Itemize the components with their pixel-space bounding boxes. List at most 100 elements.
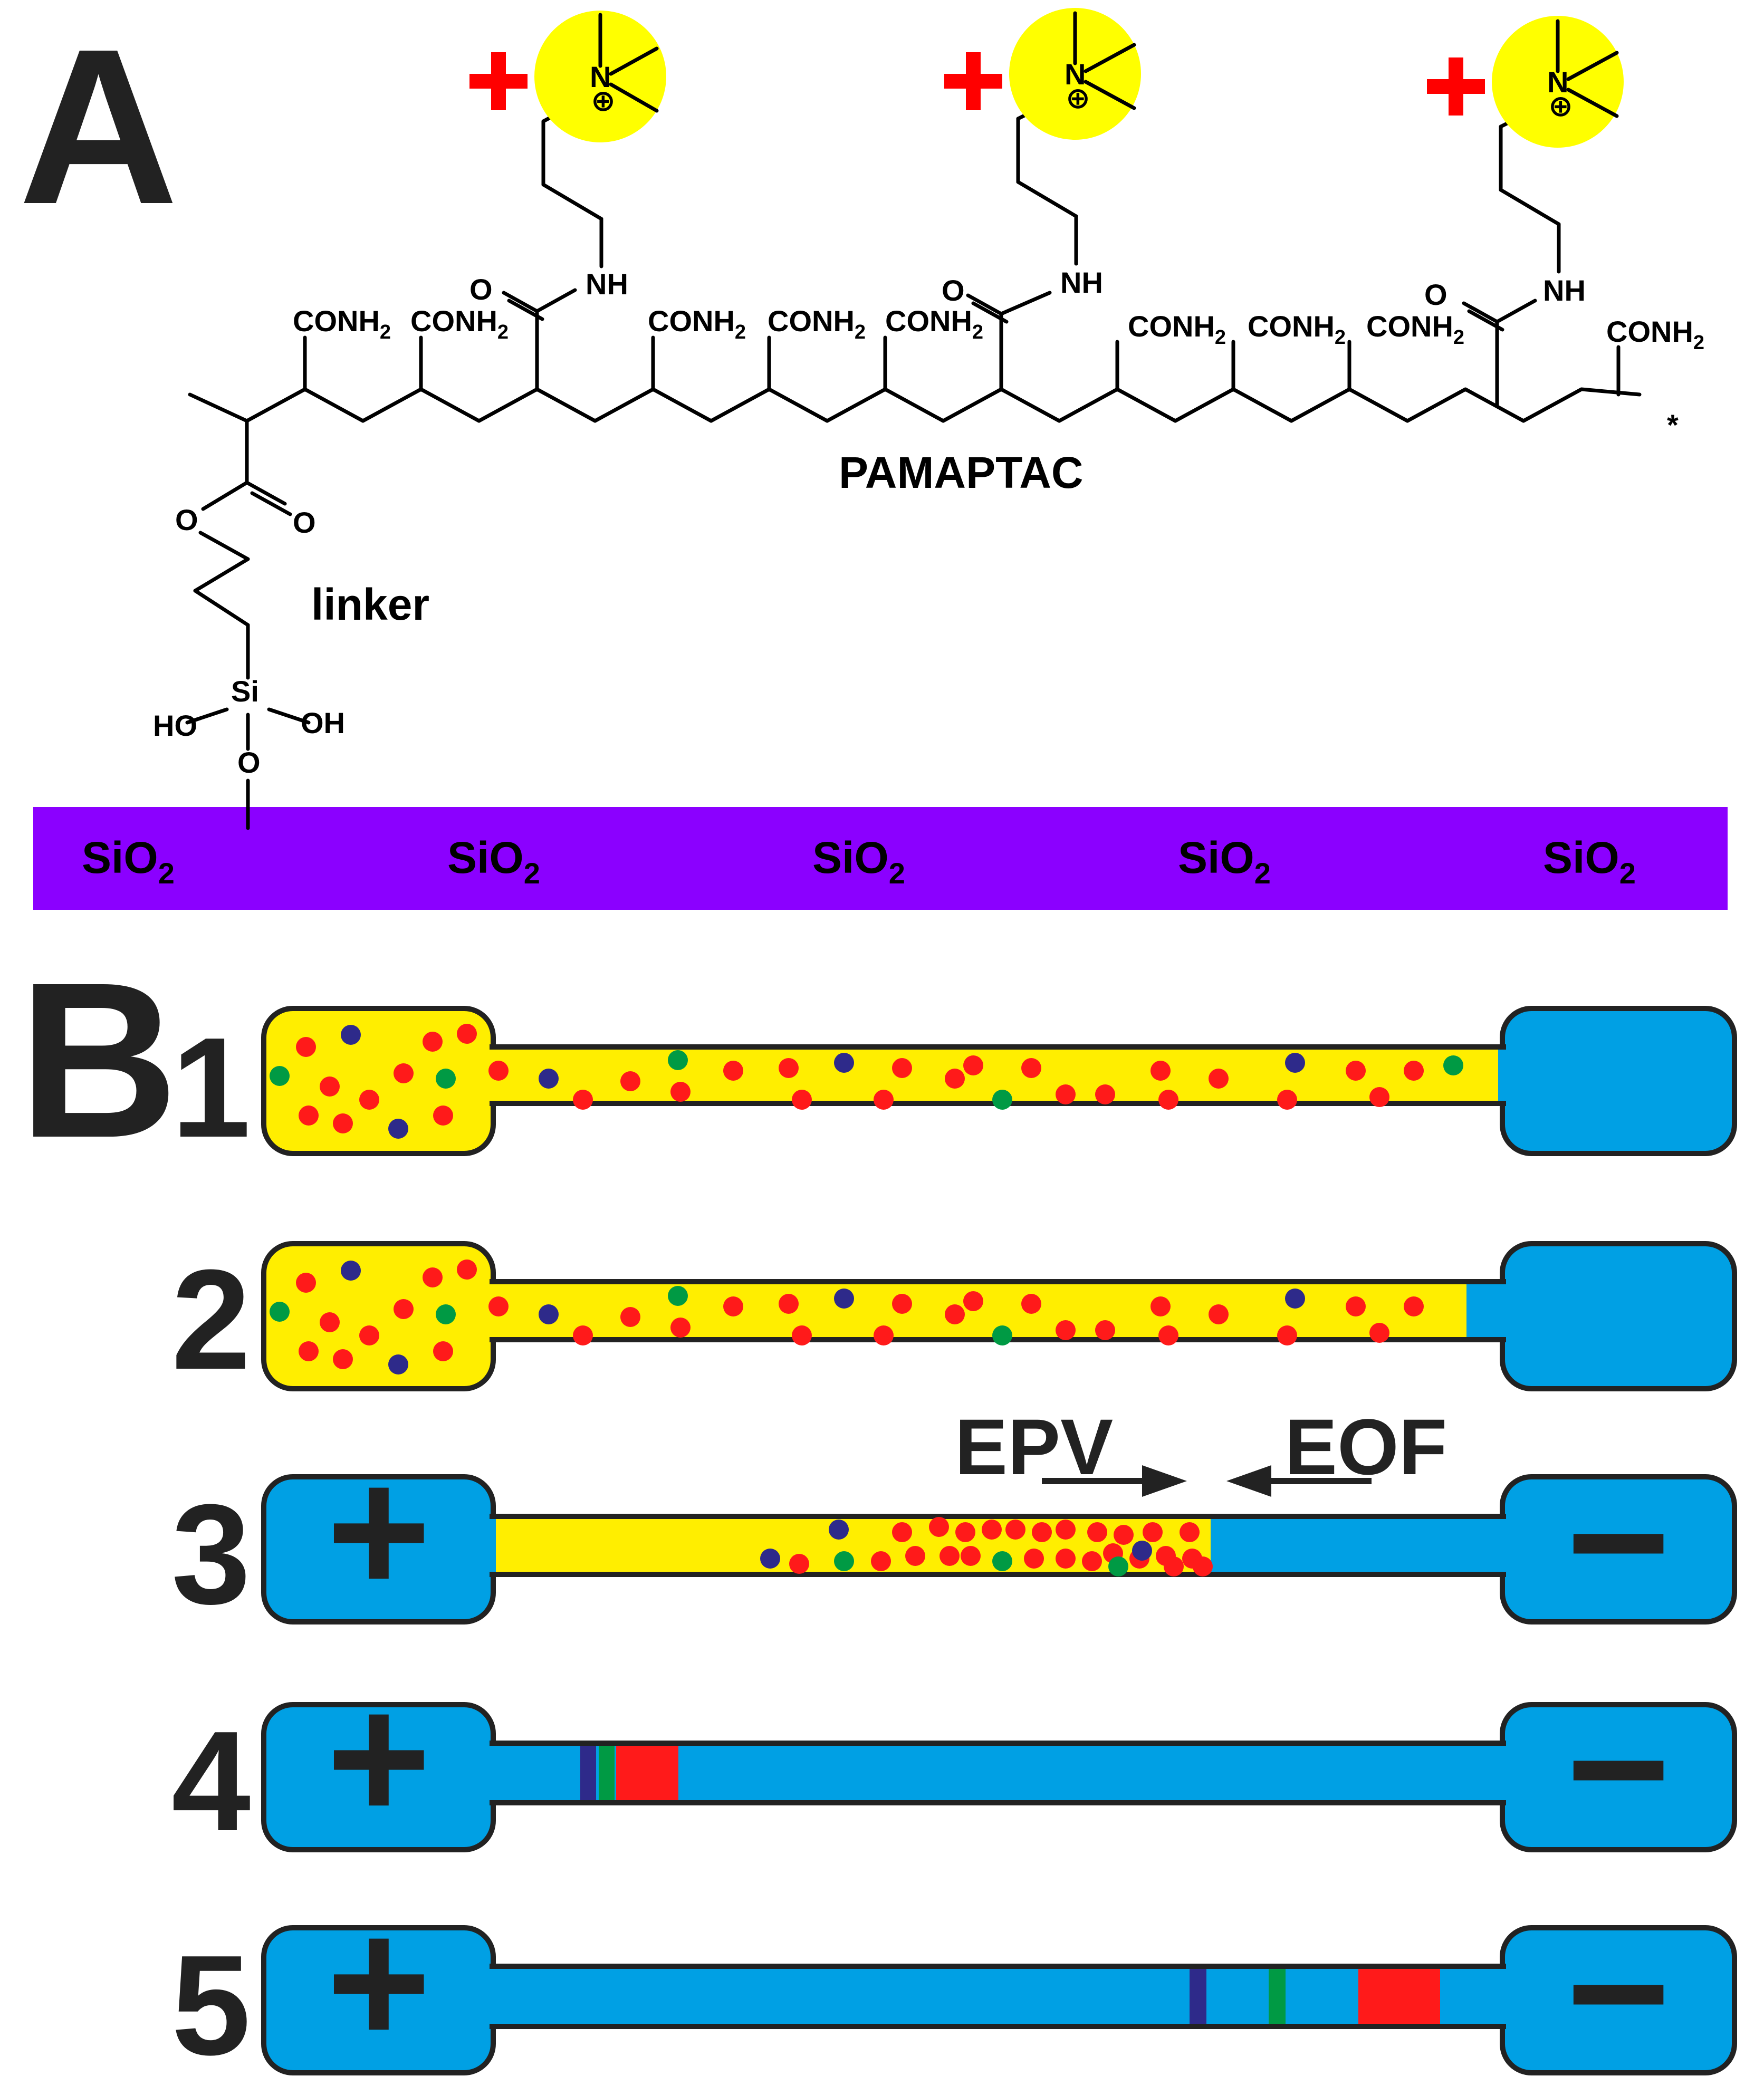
analyte-dot xyxy=(1164,1556,1184,1576)
surface-o: O xyxy=(237,746,261,779)
analyte-dot xyxy=(573,1090,593,1110)
hydroxyl-right: OH xyxy=(301,706,345,739)
analyte-dot xyxy=(892,1058,912,1078)
right-electrode-sign: − xyxy=(1566,1668,1671,1869)
amide-label: CONH2 xyxy=(1366,310,1464,349)
analyte-dot xyxy=(834,1053,854,1073)
polymer-backbone xyxy=(188,387,1642,423)
analyte-dot xyxy=(1005,1520,1025,1540)
analyte-dot xyxy=(573,1325,593,1345)
analyte-dot xyxy=(779,1294,799,1314)
analyte-dot xyxy=(320,1076,340,1097)
analyte-dot xyxy=(945,1304,965,1324)
analyte-dot xyxy=(1056,1520,1076,1540)
analyte-dot xyxy=(620,1307,640,1327)
analyte-dot xyxy=(1285,1053,1305,1073)
analyte-dot xyxy=(1087,1522,1107,1542)
analyte-dot xyxy=(359,1090,379,1110)
analyte-dot xyxy=(792,1090,812,1110)
ammonium-circle xyxy=(1492,16,1624,148)
analyte-dot xyxy=(296,1273,316,1293)
analyte-dot xyxy=(1024,1549,1044,1569)
analyte-dot xyxy=(834,1289,854,1309)
step-number: 2 xyxy=(171,1241,251,1399)
amide-side-chains: CONH2 CONH2 CONH2 CONH2 CONH2 CONH2 CONH… xyxy=(293,304,1704,397)
cationic-arm: O NH N ⊕ xyxy=(942,8,1141,391)
analyte-dot xyxy=(1056,1084,1076,1104)
analyte-dot xyxy=(874,1325,894,1345)
analyte-dot xyxy=(1158,1090,1178,1110)
carbonyl-o: O xyxy=(942,274,965,307)
analyte-dot xyxy=(539,1069,559,1089)
analyte-dot xyxy=(320,1312,340,1332)
surface-label: SiO2 xyxy=(812,833,905,890)
analyte-dot xyxy=(394,1063,414,1083)
analyte-dot xyxy=(388,1354,408,1374)
panel-label-a: A xyxy=(18,3,178,251)
carbonyl-o: O xyxy=(1424,278,1447,311)
analyte-dot xyxy=(892,1522,912,1542)
analyte-dot xyxy=(779,1058,799,1078)
left-electrode-sign: + xyxy=(327,1882,432,2082)
ammonium-circle xyxy=(534,11,666,142)
analyte-dot xyxy=(1180,1522,1200,1542)
silica-surface xyxy=(33,807,1728,910)
silicon-label: Si xyxy=(231,675,259,708)
analyte-dot xyxy=(1095,1320,1115,1340)
analyte-dot xyxy=(1151,1296,1171,1316)
charge-symbol: ⊕ xyxy=(1548,89,1573,122)
analyte-dot xyxy=(1021,1058,1041,1078)
analyte-dot xyxy=(299,1106,319,1126)
analyte-dot xyxy=(1277,1325,1297,1345)
analyte-dot xyxy=(982,1520,1002,1540)
analyte-dot xyxy=(1143,1522,1163,1542)
analyte-dot xyxy=(388,1119,408,1139)
analyte-dot xyxy=(963,1055,983,1075)
analyte-dot xyxy=(1285,1289,1305,1309)
analyte-dot xyxy=(1277,1090,1297,1110)
analyte-dot xyxy=(436,1069,456,1089)
analyte-dot xyxy=(488,1296,509,1316)
analyte-dot xyxy=(1056,1549,1076,1569)
analyte-dot xyxy=(829,1520,849,1540)
analyte-dot xyxy=(433,1341,453,1361)
analyte-dot xyxy=(670,1318,691,1338)
amide-label: CONH2 xyxy=(410,304,509,343)
analyte-dot xyxy=(270,1302,290,1322)
analyte-dot xyxy=(961,1546,981,1566)
analyte-dot xyxy=(620,1071,640,1091)
analyte-dot xyxy=(992,1090,1012,1110)
analyte-dot xyxy=(992,1551,1012,1571)
analyte-dot xyxy=(963,1291,983,1311)
step-number: 4 xyxy=(171,1702,252,1861)
analyte-dot xyxy=(929,1517,949,1537)
left-electrode-sign: + xyxy=(327,1431,432,1631)
analyte-dot xyxy=(760,1549,780,1569)
ester-o: O xyxy=(175,503,198,536)
capillary-step-5: + − xyxy=(261,1882,1737,2086)
analyte-dot xyxy=(668,1286,688,1306)
analyte-dot xyxy=(670,1082,691,1102)
carbonyl-o: O xyxy=(469,273,493,306)
nh-label: NH xyxy=(586,267,628,301)
surface-label: SiO2 xyxy=(1543,833,1636,890)
capillary-step-4: + − xyxy=(261,1658,1737,1869)
ester-carbonyl-o: O xyxy=(293,506,316,539)
analyte-dot xyxy=(1404,1296,1424,1316)
analyte-dot xyxy=(892,1294,912,1314)
charge-symbol: ⊕ xyxy=(591,84,616,117)
analyte-dot xyxy=(1369,1087,1389,1107)
analyte-dot xyxy=(1132,1541,1152,1561)
analyte-dot xyxy=(457,1024,477,1044)
analyte-dot xyxy=(1108,1556,1128,1576)
plus-sign xyxy=(1449,57,1463,116)
analyte-dot xyxy=(1369,1323,1389,1343)
analyte-dot xyxy=(723,1296,743,1316)
step-number: 5 xyxy=(171,1926,251,2085)
analyte-dot xyxy=(394,1299,414,1319)
analyte-dot xyxy=(296,1037,316,1057)
ammonium-n: N xyxy=(590,60,611,93)
analyte-dot xyxy=(1346,1296,1366,1316)
nh-label: NH xyxy=(1060,266,1103,299)
